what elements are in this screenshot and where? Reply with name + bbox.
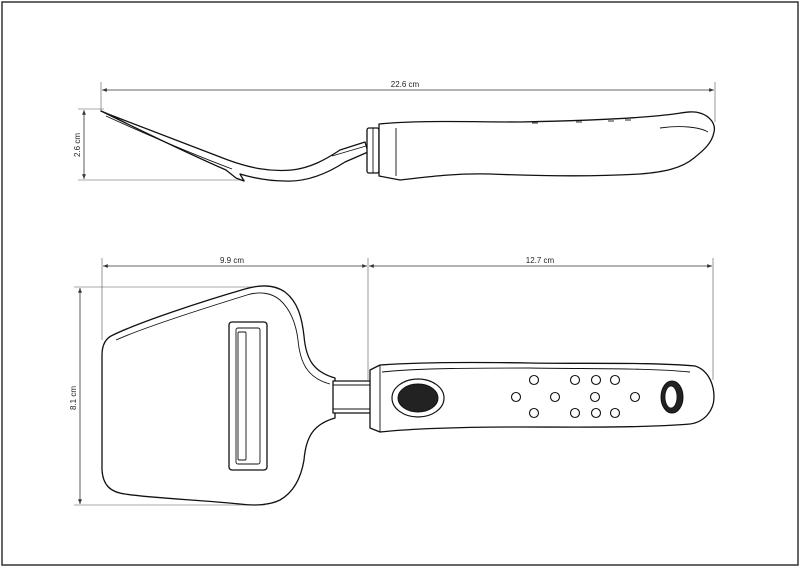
slicing-slot — [228, 321, 268, 471]
top-view: 9.9 cm 12.7 cm 8.1 cm — [69, 256, 715, 506]
side-height-label: 2.6 cm — [73, 133, 82, 157]
handle-length-label: 12.7 cm — [526, 256, 555, 265]
top-handle — [369, 361, 715, 433]
side-handle — [378, 111, 716, 181]
blade-length-label: 9.9 cm — [220, 256, 244, 265]
blade-width-label: 8.1 cm — [69, 386, 78, 410]
side-blade — [100, 110, 369, 182]
total-length-label: 22.6 cm — [391, 80, 420, 89]
top-blade-plate — [101, 285, 336, 506]
grip-dots — [510, 374, 641, 419]
handle-hang-hole-inner — [397, 383, 439, 413]
blade-neck — [332, 380, 374, 414]
side-view: 22.6 cm 2.6 cm — [73, 80, 716, 182]
